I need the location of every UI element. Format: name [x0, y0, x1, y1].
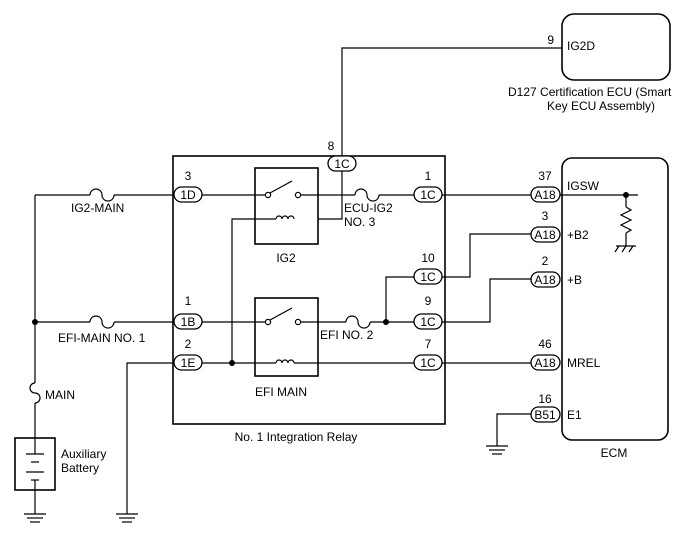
ig2-main-fuse: [89, 188, 115, 202]
efi-no2-fuse-label: EFI NO. 2: [320, 328, 374, 342]
ecm-connector-igsw: A18: [534, 188, 556, 202]
relay-pin-1-1c: 1: [425, 169, 432, 183]
wire-terminal-9-to-b: [442, 278, 531, 323]
wire-ig2d: [341, 47, 562, 160]
ig2-relay-label: IG2: [276, 251, 296, 265]
ecm-terminal-name-igsw: IGSW: [567, 179, 600, 193]
ecm-pin-37: 37: [538, 169, 552, 183]
cert-ecu-caption-line2: Key ECU Assembly): [547, 99, 655, 113]
ecm-caption: ECM: [601, 446, 628, 460]
relay-terminal-1-1c-label: 1C: [420, 188, 436, 202]
certification-ecu-box: [561, 13, 671, 81]
integration-relay-caption: No. 1 Integration Relay: [235, 430, 358, 444]
ig2-switch-blade: [269, 180, 293, 194]
cert-ecu-pin-9: 9: [547, 33, 554, 47]
junction-dot-efi-no2: [383, 319, 389, 325]
igsw-pulldown-resistor: [619, 206, 633, 234]
ecm-pin-46: 46: [538, 337, 552, 351]
wire-e1-to-ground: [496, 413, 531, 446]
battery-ground-icon: [24, 513, 46, 523]
cert-ecu-terminal-ig2d: IG2D: [567, 39, 595, 53]
ecm-terminal-mrel: [530, 354, 561, 371]
ecm-connector-b2: A18: [534, 228, 556, 242]
relay-pin-2: 2: [185, 337, 192, 351]
ecm-box: [561, 157, 669, 441]
efi-switch-contact-left: [264, 318, 272, 326]
wire-1e-to-ground: [126, 362, 174, 514]
efi-main-no1-fuse-label: EFI-MAIN NO. 1: [58, 331, 146, 345]
relay-pin-9: 9: [425, 294, 432, 308]
efi-switch-blade: [269, 307, 293, 321]
ecm-pin-16: 16: [538, 392, 552, 406]
relay-pin-7: 7: [425, 337, 432, 351]
relay-pin-8: 8: [328, 139, 335, 153]
efi-no2-fuse: [345, 315, 371, 329]
ecm-connector-e1: B51: [534, 408, 556, 422]
ecu-ig2-fuse: [354, 188, 380, 202]
junction-dot-main-bus: [32, 319, 38, 325]
ecm-connector-b: A18: [534, 273, 556, 287]
relay-pin-3: 3: [185, 169, 192, 183]
ig2-switch-contact-left: [264, 191, 272, 199]
ecm-terminal-b2: [530, 226, 561, 243]
ecm-connector-mrel: A18: [534, 356, 556, 370]
ecm-pin-3: 3: [542, 209, 549, 223]
wire-terminal-10-to-b2: [442, 233, 531, 278]
relay-terminal-2-label: 1E: [181, 356, 196, 370]
main-fusible-link: [29, 382, 41, 404]
wire-junction-to-terminal-10: [385, 276, 414, 322]
ecm-terminal-name-b2: +B2: [567, 228, 589, 242]
ecm-pin-2: 2: [542, 254, 549, 268]
efi-main-relay-box: [254, 297, 319, 377]
ecm-terminal-name-e1: E1: [567, 408, 582, 422]
ecm-chassis-ground-icon: [614, 245, 636, 253]
cert-ecu-caption-line1: D127 Certification ECU (Smart: [508, 85, 672, 99]
ecm-ground-icon: [486, 445, 508, 455]
relay-terminal-3-label: 1D: [180, 188, 196, 202]
ecm-terminal-name-mrel: MREL: [567, 356, 601, 370]
relay-ground-icon: [116, 513, 138, 523]
efi-main-relay-label: EFI MAIN: [255, 385, 307, 399]
ecu-ig2-fuse-label-2: NO. 3: [344, 215, 376, 229]
ecu-ig2-fuse-label-1: ECU-IG2: [344, 201, 393, 215]
efi-switch-contact-right: [294, 318, 302, 326]
battery-label-line2: Battery: [61, 461, 99, 475]
main-fuse-label: MAIN: [45, 388, 75, 402]
relay-terminal-8-label: 1C: [334, 157, 350, 171]
ecm-terminal-b: [530, 271, 561, 288]
efi-main-no1-fuse: [89, 315, 115, 329]
relay-pin-10: 10: [421, 251, 435, 265]
relay-pin-1-1b: 1: [185, 294, 192, 308]
ig2-switch-contact-right: [294, 191, 302, 199]
ig2-coil: [275, 215, 295, 220]
efi-main-coil: [275, 359, 295, 364]
wire-ig2-coil-to-ground-bus: [231, 218, 276, 363]
relay-terminal-10-label: 1C: [420, 270, 436, 284]
relay-terminal-1-1b-label: 1B: [181, 315, 196, 329]
relay-terminal-7-label: 1C: [420, 356, 436, 370]
ig2-relay-box: [254, 167, 319, 245]
junction-dot-coil-bus: [229, 360, 235, 366]
battery-label-line1: Auxiliary: [61, 447, 106, 461]
ecm-terminal-name-b: +B: [567, 273, 582, 287]
ig2-main-fuse-label: IG2-MAIN: [71, 201, 124, 215]
relay-terminal-9-label: 1C: [420, 315, 436, 329]
